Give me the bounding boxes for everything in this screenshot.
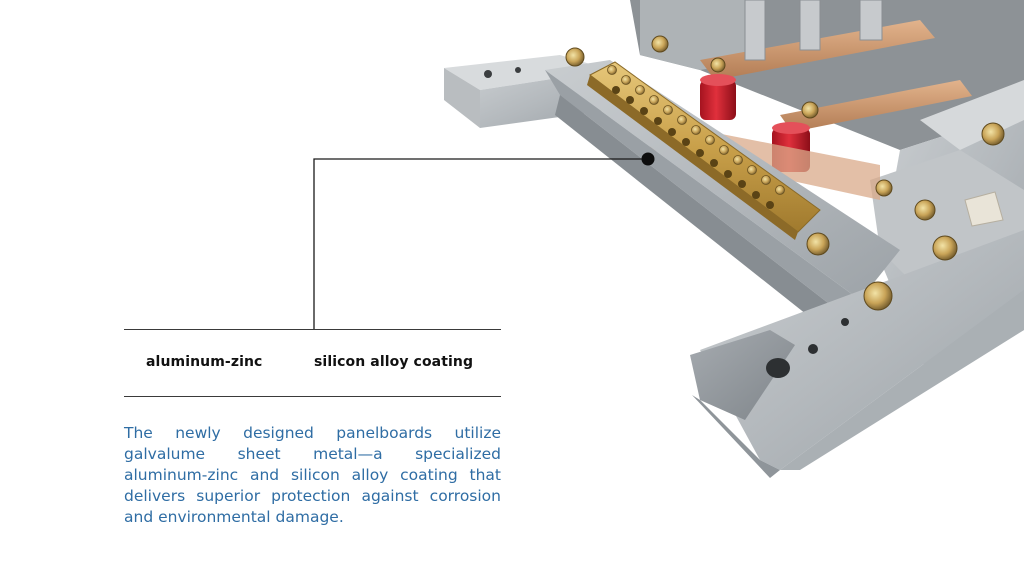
callout-dot <box>641 152 655 166</box>
callout-line <box>313 158 648 329</box>
spec-divider-top <box>124 329 501 330</box>
panelboard-product-image <box>444 0 1024 478</box>
spec-label-silicon-alloy-coating: silicon alloy coating <box>314 354 474 370</box>
spec-label-aluminum-zinc: aluminum-zinc <box>146 354 263 370</box>
spec-divider-bottom <box>124 396 501 397</box>
description-paragraph: The newly designed panelboards utilize g… <box>124 424 501 526</box>
